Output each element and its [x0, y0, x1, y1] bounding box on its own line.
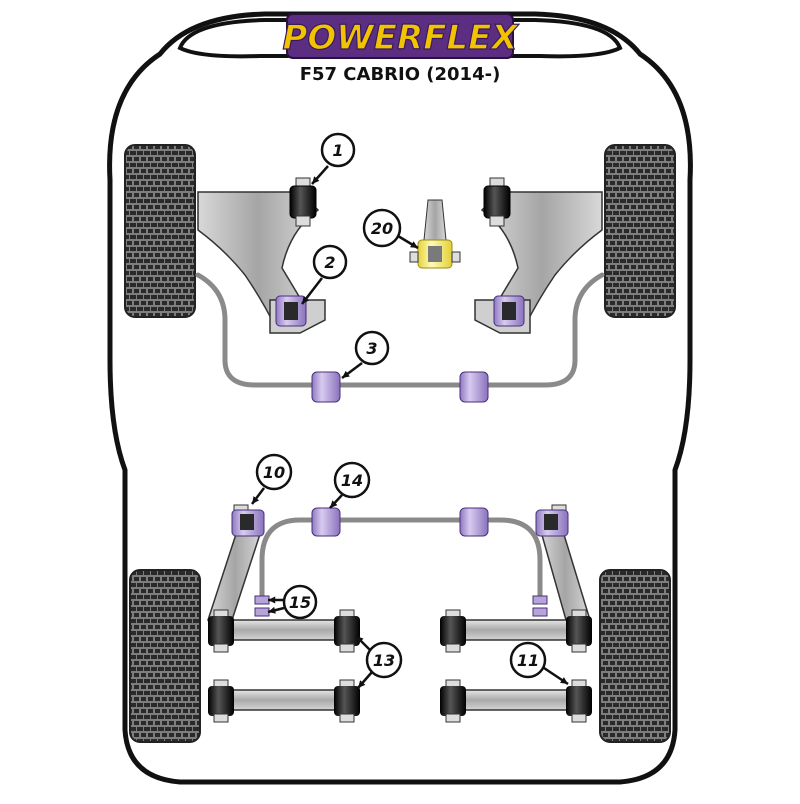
- callout-arrowhead: [312, 176, 320, 184]
- callout-circle: [282, 584, 318, 620]
- callout-c13: 13: [355, 635, 403, 689]
- bush-10-left: [231, 504, 265, 537]
- callout-layer: 1 2 3 20 10 14 15 13 11: [251, 132, 569, 689]
- callout-number: 14: [341, 471, 363, 490]
- callout-arrowhead: [410, 241, 418, 248]
- bush-2-right: [493, 295, 525, 327]
- callout-arrowhead: [560, 677, 568, 684]
- callout-arrowhead: [302, 296, 310, 304]
- callout-circle: [320, 132, 356, 168]
- callout-circle: [362, 208, 402, 248]
- bush-10-right: [535, 504, 569, 537]
- callout-arrowhead: [252, 496, 260, 504]
- callout-arrowhead: [342, 370, 350, 378]
- callout-number: 13: [373, 651, 395, 670]
- callout-arrowhead: [268, 596, 276, 604]
- rear-right-upper-arm: [449, 619, 579, 641]
- callout-c14: 14: [329, 461, 371, 509]
- callout-c2: 2: [301, 244, 348, 305]
- callout-number: 10: [263, 463, 285, 482]
- callout-arrowhead: [358, 680, 366, 688]
- front-left-tyre: [124, 144, 196, 318]
- callout-c15: 15: [267, 584, 318, 620]
- rear-arm-bushes: [208, 609, 592, 723]
- callout-number: 20: [371, 219, 393, 238]
- callout-c11: 11: [509, 641, 569, 686]
- bush-1-right: [483, 177, 511, 227]
- rear-anti-roll-bar: [259, 517, 543, 603]
- bush-20-engine-mount: [409, 199, 461, 269]
- bush-14-left: [311, 507, 341, 537]
- front-right-tyre: [604, 144, 676, 318]
- callout-arrowhead: [268, 606, 276, 614]
- callout-circle: [509, 641, 547, 679]
- bush-14-right: [459, 507, 489, 537]
- callout-c10: 10: [251, 453, 293, 505]
- callout-arrowhead: [356, 636, 364, 644]
- rear-right-lower-arm: [449, 689, 579, 711]
- callout-c1: 1: [311, 132, 356, 185]
- front-right-wishbone: [480, 191, 603, 327]
- callout-circle: [333, 461, 371, 499]
- callout-circle: [255, 453, 293, 491]
- callout-number: 3: [366, 339, 377, 358]
- bush-15-right: [532, 595, 548, 617]
- logo-text: POWERFLEX: [282, 18, 519, 58]
- callout-c20: 20: [362, 208, 419, 250]
- rear-left-tyre: [129, 569, 201, 743]
- rear-left-lower-arm: [221, 689, 351, 711]
- bush-3-left: [311, 371, 341, 403]
- model-title: F57 CABRIO (2014-): [300, 64, 501, 85]
- callout-number: 15: [289, 593, 311, 612]
- callout-number: 11: [517, 651, 539, 670]
- rear-left-upper-arm: [221, 619, 351, 641]
- bush-3-right: [459, 371, 489, 403]
- bush-1-left: [289, 177, 317, 227]
- callout-arrowhead: [330, 500, 338, 508]
- callout-circle: [312, 244, 348, 280]
- front-anti-roll-bar: [195, 272, 605, 388]
- rear-right-tyre: [599, 569, 671, 743]
- callout-c3: 3: [341, 330, 390, 379]
- powerflex-logo: POWERFLEX: [282, 13, 520, 59]
- callout-number: 2: [324, 253, 335, 272]
- front-left-wishbone: [197, 191, 320, 327]
- bush-2-left: [275, 295, 307, 327]
- callout-circle: [365, 641, 403, 679]
- callout-number: 1: [332, 141, 343, 160]
- callout-circle: [354, 330, 390, 366]
